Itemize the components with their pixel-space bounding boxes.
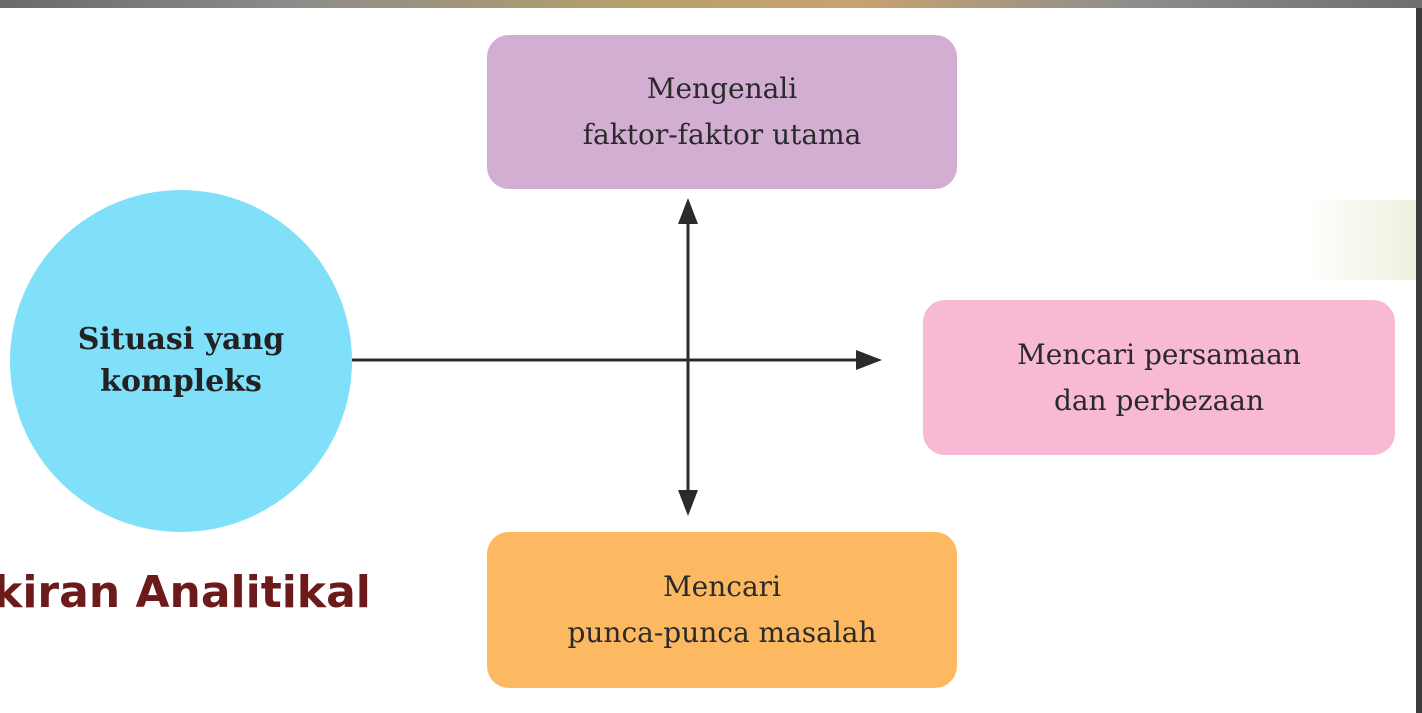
arrowhead-right (856, 350, 882, 370)
right-edge-decoration (1306, 200, 1416, 280)
center-circle-label: Situasi yang kompleks (71, 319, 291, 403)
center-circle: Situasi yang kompleks (10, 190, 352, 532)
right-box-line2: dan perbezaan (1053, 383, 1265, 417)
right-box: Mencari persamaan dan perbezaan (923, 300, 1395, 455)
right-edge-border (1416, 8, 1422, 713)
top-banner-strip (0, 0, 1422, 8)
center-label-line1: Situasi yang (77, 322, 285, 357)
top-box-line2: faktor-faktor utama (582, 118, 862, 151)
right-box-label: Mencari persamaan dan perbezaan (1017, 332, 1301, 424)
section-heading: ikiran Analitikal (0, 567, 371, 618)
top-box-label: Mengenali faktor-faktor utama (583, 66, 862, 158)
center-label-line2: kompleks (100, 364, 262, 399)
arrowhead-down (678, 490, 698, 516)
top-box-line1: Mengenali (646, 72, 798, 105)
top-box: Mengenali faktor-faktor utama (487, 35, 957, 189)
right-box-line1: Mencari persamaan (1017, 337, 1301, 371)
bottom-box: Mencari punca-punca masalah (487, 532, 957, 688)
bottom-box-line2: punca-punca masalah (567, 616, 877, 649)
bottom-box-label: Mencari punca-punca masalah (567, 564, 876, 656)
bottom-box-line1: Mencari (663, 570, 781, 603)
arrowhead-up (678, 198, 698, 224)
